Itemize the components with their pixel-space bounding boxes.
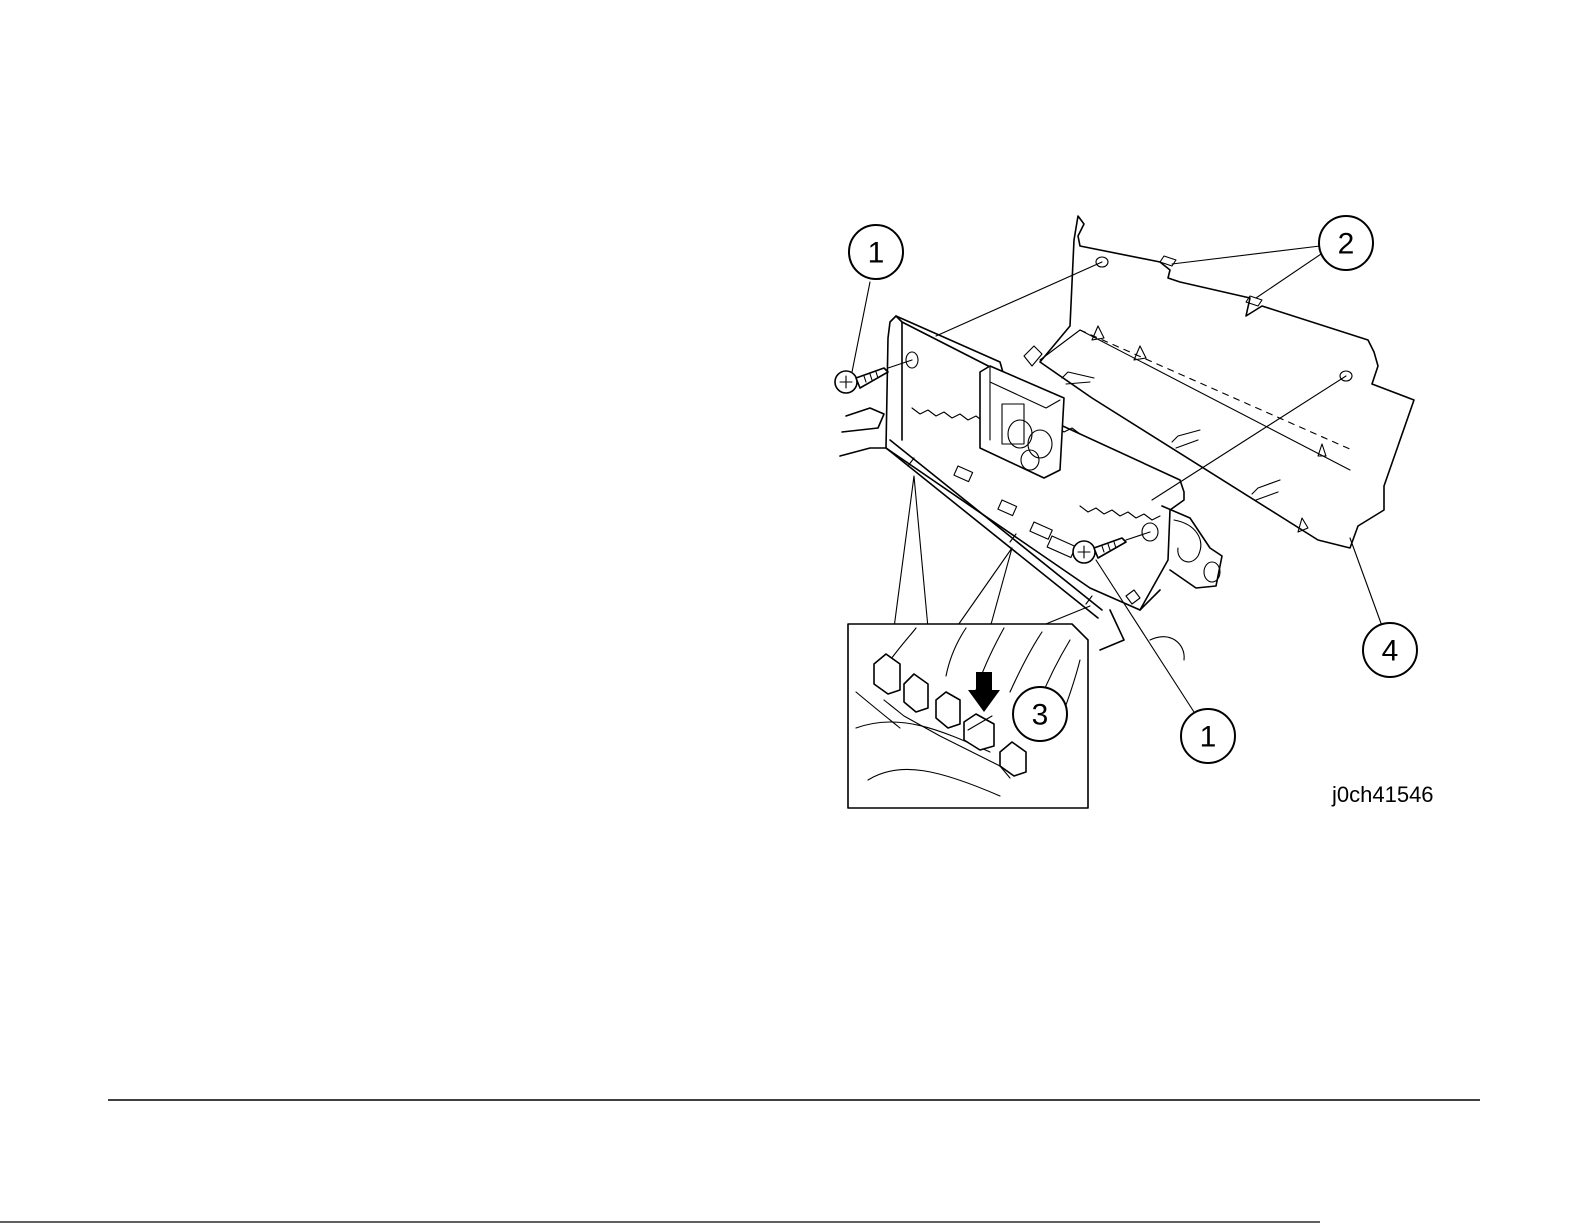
callout-number: 1 [868, 237, 885, 270]
callout-number: 4 [1382, 635, 1399, 668]
callout-4: 4 [1363, 623, 1417, 677]
figure-id-label: j0ch41546 [1331, 782, 1434, 807]
callout-2: 2 [1319, 216, 1373, 270]
callout-3: 3 [1013, 687, 1067, 741]
callout-number: 3 [1032, 699, 1049, 732]
callout-number: 1 [1200, 721, 1217, 754]
screw-left [835, 368, 888, 393]
callout-number: 2 [1338, 228, 1355, 261]
callout-1-left: 1 [849, 225, 903, 279]
callout-1-right: 1 [1181, 709, 1235, 763]
